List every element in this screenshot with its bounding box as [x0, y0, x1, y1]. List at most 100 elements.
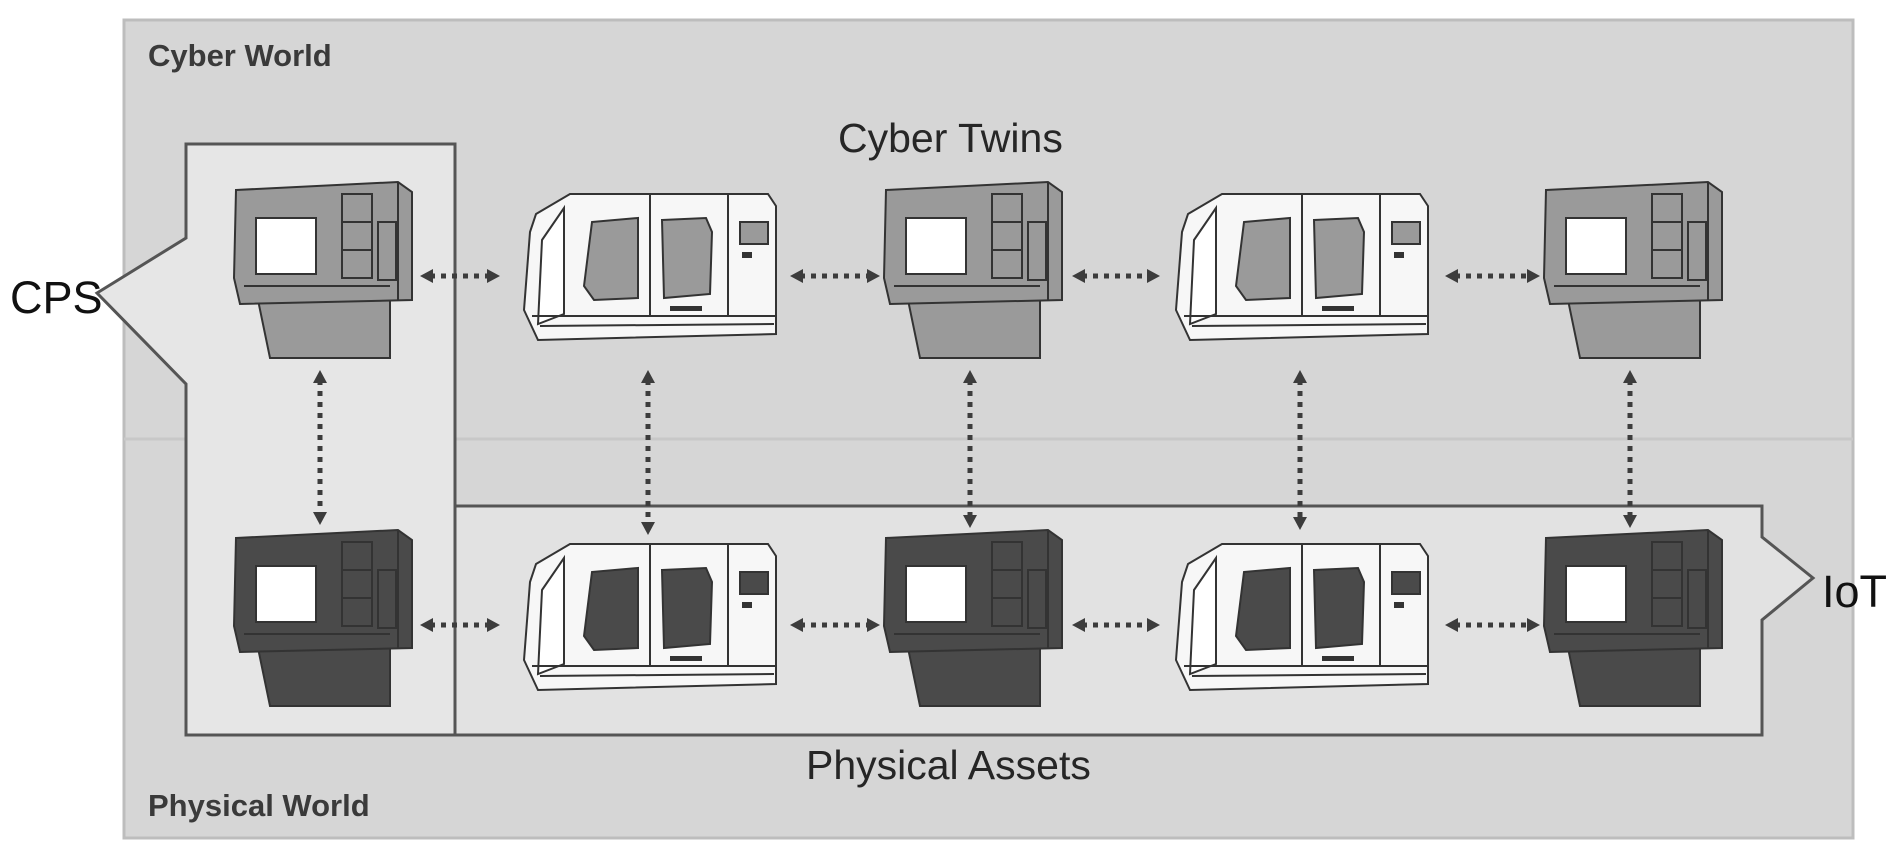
iot-box	[453, 504, 1816, 737]
lathe-panel	[991, 193, 1023, 279]
mill-side	[1188, 204, 1217, 326]
arrowhead-down	[641, 522, 655, 535]
arrowhead-up	[963, 370, 977, 383]
horizontal-connector	[1072, 618, 1160, 632]
lathe-base	[906, 647, 1041, 707]
lathe-panel	[1651, 541, 1683, 627]
arrowhead-down	[963, 515, 977, 528]
horizontal-connector	[1445, 269, 1540, 283]
mill-screen	[1391, 571, 1421, 595]
cyber-twins-label: Cyber Twins	[838, 115, 1063, 161]
machines	[232, 180, 1723, 707]
mill-rail	[539, 673, 775, 677]
horizontal-connector	[420, 269, 500, 283]
lathe-door	[1027, 221, 1047, 281]
mill-side	[536, 204, 565, 326]
cps-label: CPS	[10, 272, 103, 323]
mill-screen	[739, 221, 769, 245]
lathe-door	[1687, 569, 1707, 629]
cyber-mill-4	[1174, 193, 1429, 342]
arrowhead-right	[867, 618, 880, 632]
mill-button	[1394, 602, 1404, 608]
horizontal-connector	[790, 269, 880, 283]
iot-label: IoT	[1822, 566, 1888, 617]
lathe-door	[1027, 569, 1047, 629]
lathe-window	[1565, 217, 1627, 275]
lathe-base	[256, 299, 391, 359]
mill-side	[536, 554, 565, 676]
arrowhead-down	[1293, 517, 1307, 530]
mill-window	[1312, 566, 1366, 650]
cyber-lathe-1	[232, 180, 413, 359]
mill-rail	[1191, 673, 1427, 677]
lathe-panel	[1651, 193, 1683, 279]
arrowhead-right	[1527, 269, 1540, 283]
physical-lathe-1	[232, 528, 413, 707]
mill-window	[582, 566, 639, 652]
arrowhead-up	[1623, 370, 1637, 383]
mill-window	[660, 216, 714, 300]
mill-window	[1234, 566, 1291, 652]
mill-window	[660, 566, 714, 650]
mill-side	[1188, 554, 1217, 676]
arrowhead-up	[641, 370, 655, 383]
physical-mill-2	[522, 543, 777, 692]
vertical-connector	[313, 370, 327, 525]
lathe-window	[1565, 565, 1627, 623]
arrowhead-right	[1527, 618, 1540, 632]
mill-window	[1312, 216, 1366, 300]
mill-button	[742, 252, 752, 258]
lathe-panel	[341, 541, 373, 627]
arrowhead-left	[1445, 618, 1458, 632]
arrowhead-left	[420, 618, 433, 632]
arrowhead-down	[1623, 515, 1637, 528]
arrowhead-right	[1147, 618, 1160, 632]
mill-screen	[739, 571, 769, 595]
lathe-base	[256, 647, 391, 707]
lathe-base	[1566, 647, 1701, 707]
arrowhead-left	[1072, 269, 1085, 283]
lathe-door	[377, 569, 397, 629]
arrowhead-left	[790, 269, 803, 283]
mill-button	[1394, 252, 1404, 258]
vertical-connector	[1293, 370, 1307, 530]
arrowhead-left	[1445, 269, 1458, 283]
mill-screen	[1391, 221, 1421, 245]
arrowhead-up	[1293, 370, 1307, 383]
vertical-connector	[641, 370, 655, 535]
cyber-lathe-5	[1542, 180, 1723, 359]
lathe-window	[905, 565, 967, 623]
physical-lathe-3	[882, 528, 1063, 707]
lathe-window	[255, 565, 317, 623]
mill-window	[1234, 216, 1291, 302]
vertical-connector	[963, 370, 977, 528]
mill-handle	[1322, 306, 1354, 311]
arrowhead-left	[420, 269, 433, 283]
arrowhead-up	[313, 370, 327, 383]
lathe-base	[1566, 299, 1701, 359]
lathe-door	[1687, 221, 1707, 281]
lathe-window	[255, 217, 317, 275]
horizontal-connector	[1072, 269, 1160, 283]
physical-assets-label: Physical Assets	[806, 742, 1091, 788]
arrowhead-right	[867, 269, 880, 283]
lathe-panel	[341, 193, 373, 279]
arrowhead-down	[313, 512, 327, 525]
physical-lathe-5	[1542, 528, 1723, 707]
vertical-connector	[1623, 370, 1637, 528]
horizontal-connector	[420, 618, 500, 632]
cyber-mill-2	[522, 193, 777, 342]
arrowhead-right	[487, 618, 500, 632]
lathe-window	[905, 217, 967, 275]
lathe-base	[906, 299, 1041, 359]
cyber-world-label: Cyber World	[148, 38, 332, 73]
mill-handle	[670, 306, 702, 311]
horizontal-connector	[790, 618, 880, 632]
physical-world-label: Physical World	[148, 788, 370, 823]
mill-button	[742, 602, 752, 608]
connectors	[313, 269, 1637, 632]
cyber-lathe-3	[882, 180, 1063, 359]
physical-mill-4	[1174, 543, 1429, 692]
mill-rail	[539, 323, 775, 327]
